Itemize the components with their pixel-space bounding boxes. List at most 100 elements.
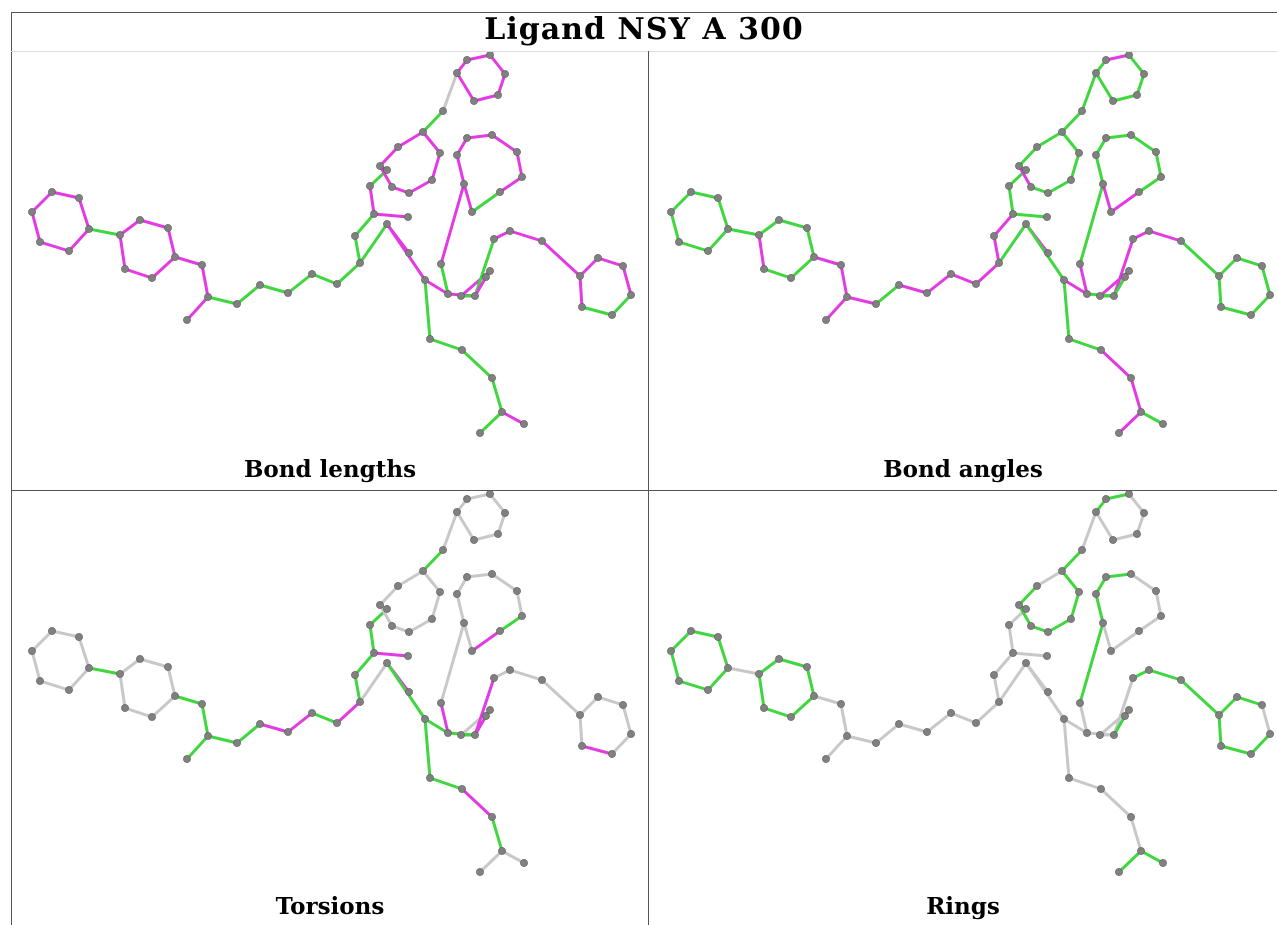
- atom: [370, 649, 378, 657]
- bond: [992, 234, 1001, 265]
- bond: [166, 665, 177, 698]
- atom: [488, 813, 496, 821]
- bond: [185, 295, 210, 322]
- bond: [578, 256, 600, 278]
- bond: [1007, 184, 1015, 216]
- atom: [1076, 260, 1084, 268]
- atom: [518, 612, 526, 620]
- bond: [1035, 130, 1064, 149]
- atom: [476, 429, 484, 437]
- bond: [1069, 151, 1081, 182]
- bond: [1179, 678, 1221, 717]
- atom: [65, 686, 73, 694]
- atom: [1159, 420, 1167, 428]
- atom: [594, 693, 602, 701]
- bond: [1129, 376, 1143, 414]
- atom: [1092, 69, 1100, 77]
- bond: [1060, 569, 1081, 594]
- bond: [335, 261, 362, 286]
- atom: [351, 232, 359, 240]
- atom: [724, 664, 732, 672]
- atom: [760, 265, 768, 273]
- bond: [777, 218, 809, 230]
- atom: [1060, 715, 1068, 723]
- bond: [706, 666, 730, 692]
- atom: [351, 671, 359, 679]
- atom: [1083, 729, 1091, 737]
- atom: [687, 188, 695, 196]
- atom: [895, 720, 903, 728]
- atom: [1258, 701, 1266, 709]
- atom: [458, 785, 466, 793]
- atom: [463, 56, 471, 64]
- bond: [166, 226, 177, 259]
- bond: [596, 695, 625, 707]
- bond: [353, 651, 376, 677]
- atom: [1115, 429, 1123, 437]
- atom: [1102, 573, 1110, 581]
- atom: [1092, 508, 1100, 516]
- bond: [67, 666, 91, 692]
- bond: [460, 348, 494, 380]
- bond: [1011, 651, 1049, 658]
- bond: [472, 93, 500, 103]
- bond: [1249, 732, 1272, 756]
- bond: [1069, 590, 1081, 621]
- atom: [1107, 208, 1115, 216]
- bond: [1260, 264, 1272, 297]
- atom: [1097, 346, 1105, 354]
- atom: [1109, 97, 1117, 105]
- atom: [1009, 649, 1017, 657]
- bond: [508, 229, 544, 243]
- atom: [121, 265, 129, 273]
- atom: [453, 151, 461, 159]
- atom: [810, 692, 818, 700]
- atom: [667, 208, 675, 216]
- bond: [580, 305, 614, 317]
- bond: [1260, 703, 1272, 736]
- atom: [482, 712, 490, 720]
- atom: [1127, 570, 1135, 578]
- bond: [949, 711, 978, 725]
- bond: [1017, 145, 1039, 168]
- atom: [1022, 605, 1030, 613]
- atom: [1233, 693, 1241, 701]
- atom: [675, 677, 683, 685]
- bond: [1137, 614, 1163, 633]
- atom: [405, 628, 413, 636]
- atom: [486, 706, 494, 714]
- bond: [540, 239, 582, 278]
- atom: [787, 274, 795, 282]
- bond: [465, 53, 492, 62]
- atom: [787, 713, 795, 721]
- bond: [689, 190, 720, 200]
- bond: [472, 532, 500, 542]
- atom: [1247, 750, 1255, 758]
- bond: [1127, 53, 1146, 76]
- atom: [75, 633, 83, 641]
- bond: [353, 673, 362, 704]
- atom: [48, 188, 56, 196]
- atom: [198, 261, 206, 269]
- atom: [136, 655, 144, 663]
- atom: [1110, 731, 1118, 739]
- atom: [803, 224, 811, 232]
- atom: [675, 238, 683, 246]
- bond: [67, 227, 91, 253]
- bond: [378, 164, 394, 189]
- atom: [370, 210, 378, 218]
- atom: [116, 231, 124, 239]
- bond: [423, 717, 432, 780]
- atom: [1121, 712, 1129, 720]
- bond: [430, 151, 442, 182]
- bond: [1109, 629, 1141, 653]
- bond: [1104, 133, 1133, 140]
- atom: [1067, 176, 1075, 184]
- atom: [28, 647, 36, 655]
- atom: [388, 622, 396, 630]
- bond: [1046, 617, 1073, 634]
- bond: [621, 264, 633, 297]
- atom: [444, 729, 452, 737]
- atom: [453, 508, 461, 516]
- atom: [594, 254, 602, 262]
